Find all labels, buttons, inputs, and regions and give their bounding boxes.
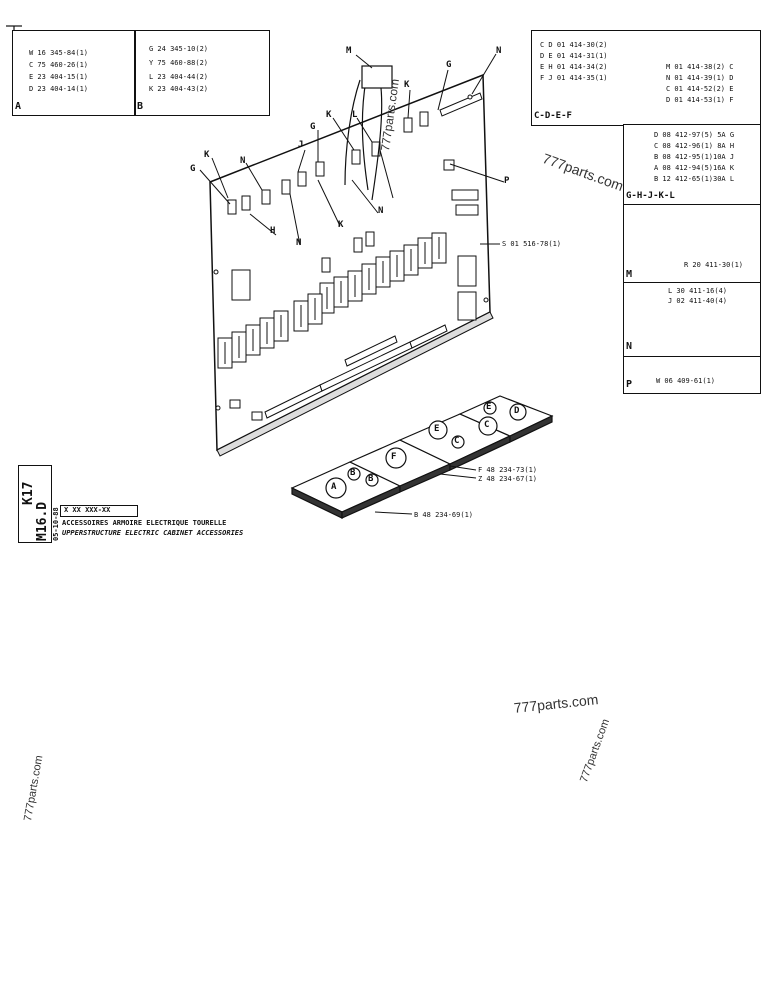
p-label: P [626,379,633,390]
cdef-row: F J 01 414-35(1) [540,74,608,82]
ab-row: L 23 404-44(2) [149,73,209,81]
label-b: B [137,101,144,112]
base-plates [290,395,554,519]
ab-row: E 23 404-15(1) [29,73,89,81]
ghjkl-row: C 08 412-96(1) 8A H [654,142,735,150]
cdef-row: D E 01 414-31(1) [540,52,608,60]
m-label: M [626,269,633,280]
callout: K [204,150,210,160]
callout-leaders [199,53,505,246]
cdef-row: D 01 414-53(1) F [666,96,734,104]
board-part-number: S 01 516-78(1) [502,240,562,248]
ab-row: Y 75 460-88(2) [149,59,209,67]
callout: L [352,110,358,120]
divider [134,31,136,115]
title-code-bottom: M16.D [35,501,50,541]
plate-label: A [331,482,337,492]
title-ref: X XX XXX-XX [64,506,111,514]
box-m: R 20 411-30(1) M [623,204,761,284]
callout: G [310,122,316,132]
callout: N [296,238,302,248]
n-row: J 02 411-40(4) [668,297,728,305]
callout: N [378,206,384,216]
box-ab: W 16 345-84(1) C 75 460-26(1) E 23 404-1… [12,30,270,116]
title-code-frame [18,465,52,543]
plate-label: F [391,452,397,462]
ab-row: C 75 460-26(1) [29,61,89,69]
plate-part-number: B 48 234-69(1) [414,511,474,519]
cdef-row: N 01 414-39(1) D [666,74,734,82]
box-n: L 30 411-16(4) J 02 411-40(4) N [623,282,761,358]
ab-row: D 23 404-14(1) [29,85,89,93]
plate-label: D [514,406,520,416]
ab-row: G 24 345-10(2) [149,45,209,53]
p-part: W 06 409-61(1) [656,377,716,385]
callout: G [190,164,196,174]
ghjkl-row: B 08 412-95(1)10A J [654,153,735,161]
title-date: 05-10-88 [52,507,60,541]
plate-leaders [374,465,477,515]
plate-label: E [434,424,440,434]
cdef-row: C 01 414-52(2) E [666,85,734,93]
plate-label: E [486,402,492,412]
callout: K [326,110,332,120]
m-part: R 20 411-30(1) [684,261,744,269]
plate-part-number: F 48 234-73(1) [478,466,538,474]
box-p: W 06 409-61(1) P [623,356,761,394]
callout: H [270,226,276,236]
plate-part-number: Z 48 234-67(1) [478,475,538,483]
title-ref-frame [60,505,138,517]
plate-label: C [454,436,460,446]
title-block: K17 M16.D 05-10-88 X XX XXX-XX ACCESSOIR… [18,465,243,545]
n-row: L 30 411-16(4) [668,287,728,295]
callout: G [446,60,452,70]
title-code-top: K17 [21,481,36,505]
plate-label: B [350,468,356,478]
ghjkl-row: B 12 412-65(1)30A L [654,175,735,183]
label-a: A [15,101,22,112]
circuit-board [209,65,494,457]
cdef-row: E H 01 414-34(2) [540,63,608,71]
callout: P [504,176,510,186]
callout: K [338,220,344,230]
n-label: N [626,341,633,352]
cdef-footer: C-D-E-F [534,111,572,121]
cdef-row: M 01 414-38(2) C [666,63,734,71]
ghjkl-footer: G-H-J-K-L [626,191,675,201]
ghjkl-row: D 08 412-97(5) 5A G [654,131,735,139]
callout: M [346,46,352,56]
box-ghjkl: D 08 412-97(5) 5A G C 08 412-96(1) 8A H … [623,124,761,206]
ab-row: W 16 345-84(1) [29,49,89,57]
callout: N [240,156,246,166]
plate-label: C [484,420,490,430]
title-fr: ACCESSOIRES ARMOIRE ELECTRIQUE TOURELLE [62,519,227,527]
ab-row: K 23 404-43(2) [149,85,209,93]
title-en: UPPERSTRUCTURE ELECTRIC CABINET ACCESSOR… [62,529,244,537]
box-cdef: C D 01 414-30(2) D E 01 414-31(1) E H 01… [531,30,761,126]
callout: N [496,46,502,56]
ghjkl-row: A 08 412-94(5)16A K [654,164,735,172]
callout: K [404,80,410,90]
callout: J [298,140,304,150]
plate-label: B [368,474,374,484]
cdef-row: C D 01 414-30(2) [540,41,608,49]
